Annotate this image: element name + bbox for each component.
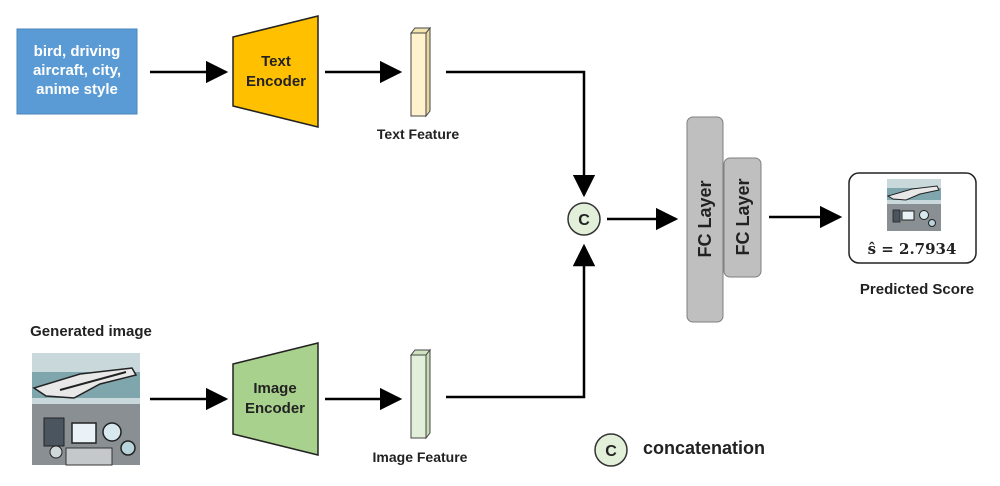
arrow-image-feature-to-concat	[446, 243, 596, 399]
gen-img-gauge-1	[102, 422, 122, 442]
gen-img-console	[65, 447, 113, 466]
concat-node: C	[567, 202, 601, 236]
gen-img-gauge-3	[49, 445, 63, 459]
legend-concat-symbol: C	[605, 443, 617, 460]
image-feature-bar	[409, 348, 432, 440]
image-encoder: Image Encoder	[232, 342, 319, 456]
text-feature-bar	[409, 26, 432, 118]
prompt-line-3: anime style	[36, 81, 118, 98]
gen-img-panel-1	[43, 417, 65, 447]
text-encoder-shape	[232, 15, 319, 128]
prompt-box: bird, driving aircraft, city, anime styl…	[16, 28, 138, 115]
image-feature-side	[425, 348, 431, 440]
concat-symbol: C	[578, 212, 590, 229]
prompt-line-2: aircraft, city,	[33, 62, 121, 79]
output-box: ŝ = 2.7934	[848, 172, 977, 264]
prompt-line-1: bird, driving	[34, 43, 121, 60]
legend-concat-text: concatenation	[643, 438, 765, 458]
fc-layer-2-label: FC Layer	[733, 178, 753, 255]
concat-circle	[567, 202, 601, 236]
text-feature-side	[425, 26, 431, 118]
text-encoder-line-2: Encoder	[246, 73, 306, 90]
fc-layers: FC Layer FC Layer	[686, 116, 762, 323]
image-feature-front	[410, 354, 427, 439]
predicted-score-value: ŝ = 2.7934	[868, 240, 957, 258]
text-feature-label: Text Feature	[377, 126, 459, 142]
prompt-box-bg	[16, 28, 138, 115]
arrow-text-feature-to-concat	[446, 70, 596, 198]
gen-img-screen	[71, 422, 97, 444]
image-encoder-shape	[232, 342, 319, 456]
generated-image	[32, 353, 140, 466]
fc-layer-1-box	[686, 116, 724, 323]
gen-img-plane-stripe	[59, 371, 127, 391]
gen-img-gauge-2	[120, 440, 136, 456]
output-thumbnail	[886, 179, 941, 231]
text-encoder-line-1: Text	[261, 53, 291, 70]
predicted-score-label: Predicted Score	[860, 281, 974, 298]
fc-layer-1-label: FC Layer	[695, 180, 715, 257]
legend: C concatenation	[594, 433, 765, 467]
fc-layer-2-box	[723, 157, 762, 278]
image-encoder-line-2: Encoder	[245, 400, 305, 417]
image-feature-label: Image Feature	[373, 449, 468, 465]
text-feature-front	[410, 32, 427, 117]
text-encoder: Text Encoder	[232, 15, 319, 128]
legend-concat-circle	[594, 433, 628, 467]
image-encoder-line-1: Image	[253, 380, 296, 397]
generated-image-label: Generated image	[30, 323, 152, 340]
